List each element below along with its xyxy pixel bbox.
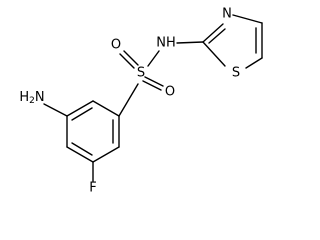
bond-nh-c2 bbox=[176, 41, 204, 44]
bond-s-o-top-b bbox=[123, 50, 139, 66]
atom-label-ring-nitrogen: N bbox=[222, 7, 232, 22]
bond-c5-c6 bbox=[92, 146, 120, 163]
bond-c2-c3 bbox=[66, 100, 94, 117]
bond-s-o-bottom-a bbox=[142, 80, 162, 91]
bond-c1-s bbox=[118, 83, 139, 117]
benzene-ring bbox=[66, 100, 120, 163]
bond-c1-c2 bbox=[92, 100, 120, 117]
chemical-structure-diagram: H2N F S O O NH N S bbox=[19, 7, 263, 196]
atom-label-fluorine: F bbox=[89, 181, 96, 196]
bond-s-nh bbox=[147, 50, 160, 67]
atom-label-nh: NH bbox=[156, 36, 176, 51]
bond-c2-n3-inner bbox=[208, 28, 226, 44]
bond-s1-c2 bbox=[202, 41, 226, 67]
atom-label-ring-sulfur: S bbox=[232, 66, 240, 81]
bond-c5-s1 bbox=[245, 57, 263, 69]
bond-c4-c5-inner bbox=[71, 142, 93, 156]
bond-c2-n3 bbox=[202, 23, 224, 43]
atom-label-oxygen-bottom: O bbox=[165, 85, 175, 100]
bond-n3-c4 bbox=[232, 14, 263, 24]
thiazole-ring bbox=[202, 14, 263, 69]
bond-s-o-bottom-b bbox=[144, 76, 164, 87]
bond-c3-nh2 bbox=[43, 103, 68, 117]
atom-label-oxygen-top: O bbox=[111, 38, 121, 53]
bond-c2-c3-inner bbox=[71, 107, 93, 121]
atom-label-sulfonyl-sulfur: S bbox=[137, 66, 145, 81]
bond-c4-c5 bbox=[66, 146, 94, 163]
bond-s-o-top-a bbox=[119, 53, 135, 69]
atom-label-nh2: H2N bbox=[19, 90, 44, 107]
